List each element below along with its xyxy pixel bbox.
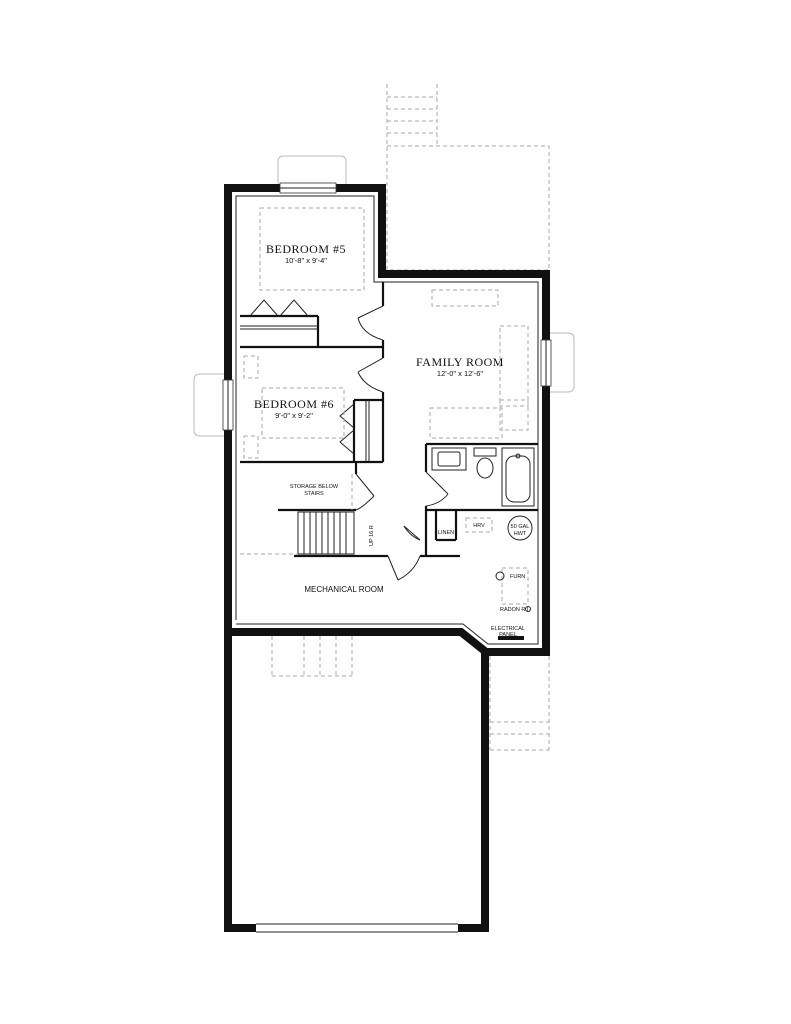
exterior-deck-outline [386,84,550,271]
bedroom6-dims: 9'-0" x 9'-2" [275,411,313,420]
rear-stair-outline [489,656,550,751]
electrical-label-line2: PANEL [499,632,517,638]
closet-bifold-bedroom5 [240,299,318,330]
doors [355,305,449,581]
tank-label-line1: 50 GAL [511,524,530,530]
bedroom5-name: BEDROOM #5 [266,242,346,256]
furniture-outlines [243,207,529,459]
window-well-top [277,155,347,186]
hrv-label: HRV [473,523,485,529]
basement-stairs [240,474,355,555]
window-bedroom5 [279,182,337,194]
family-room-name: FAMILY ROOM [416,355,504,369]
closet-bifold-bedroom6 [339,400,370,462]
window-bedroom6 [222,379,234,431]
bedroom5-dims: 10'-8" x 9'-4" [285,256,327,265]
mechanical-room-name: MECHANICAL ROOM [304,585,384,594]
garage-outline-dashes [271,636,353,677]
tank-label-line2: HWT [514,531,527,537]
window-family-room [540,339,552,387]
interior-walls [240,282,538,558]
storage-label-line1: STORAGE BELOW [290,484,339,490]
stairs-up-label: UP 16 R [369,525,375,546]
window-well-left [193,373,228,437]
bathroom-fixtures [431,447,535,507]
window-well-right [547,332,575,393]
electrical-label-line1: ELECTRICAL [491,626,525,632]
storage-label-line2: STAIRS [304,491,324,497]
bedroom6-name: BEDROOM #6 [254,397,334,411]
furnace-label: FURN [510,574,525,580]
family-room-dims: 12'-0" x 12'-6" [437,369,483,378]
mechanical-equipment [465,515,533,640]
linen-label: LINEN [438,530,454,536]
exterior-walls [224,184,550,933]
radon-label: RADON R.I. [500,607,530,613]
